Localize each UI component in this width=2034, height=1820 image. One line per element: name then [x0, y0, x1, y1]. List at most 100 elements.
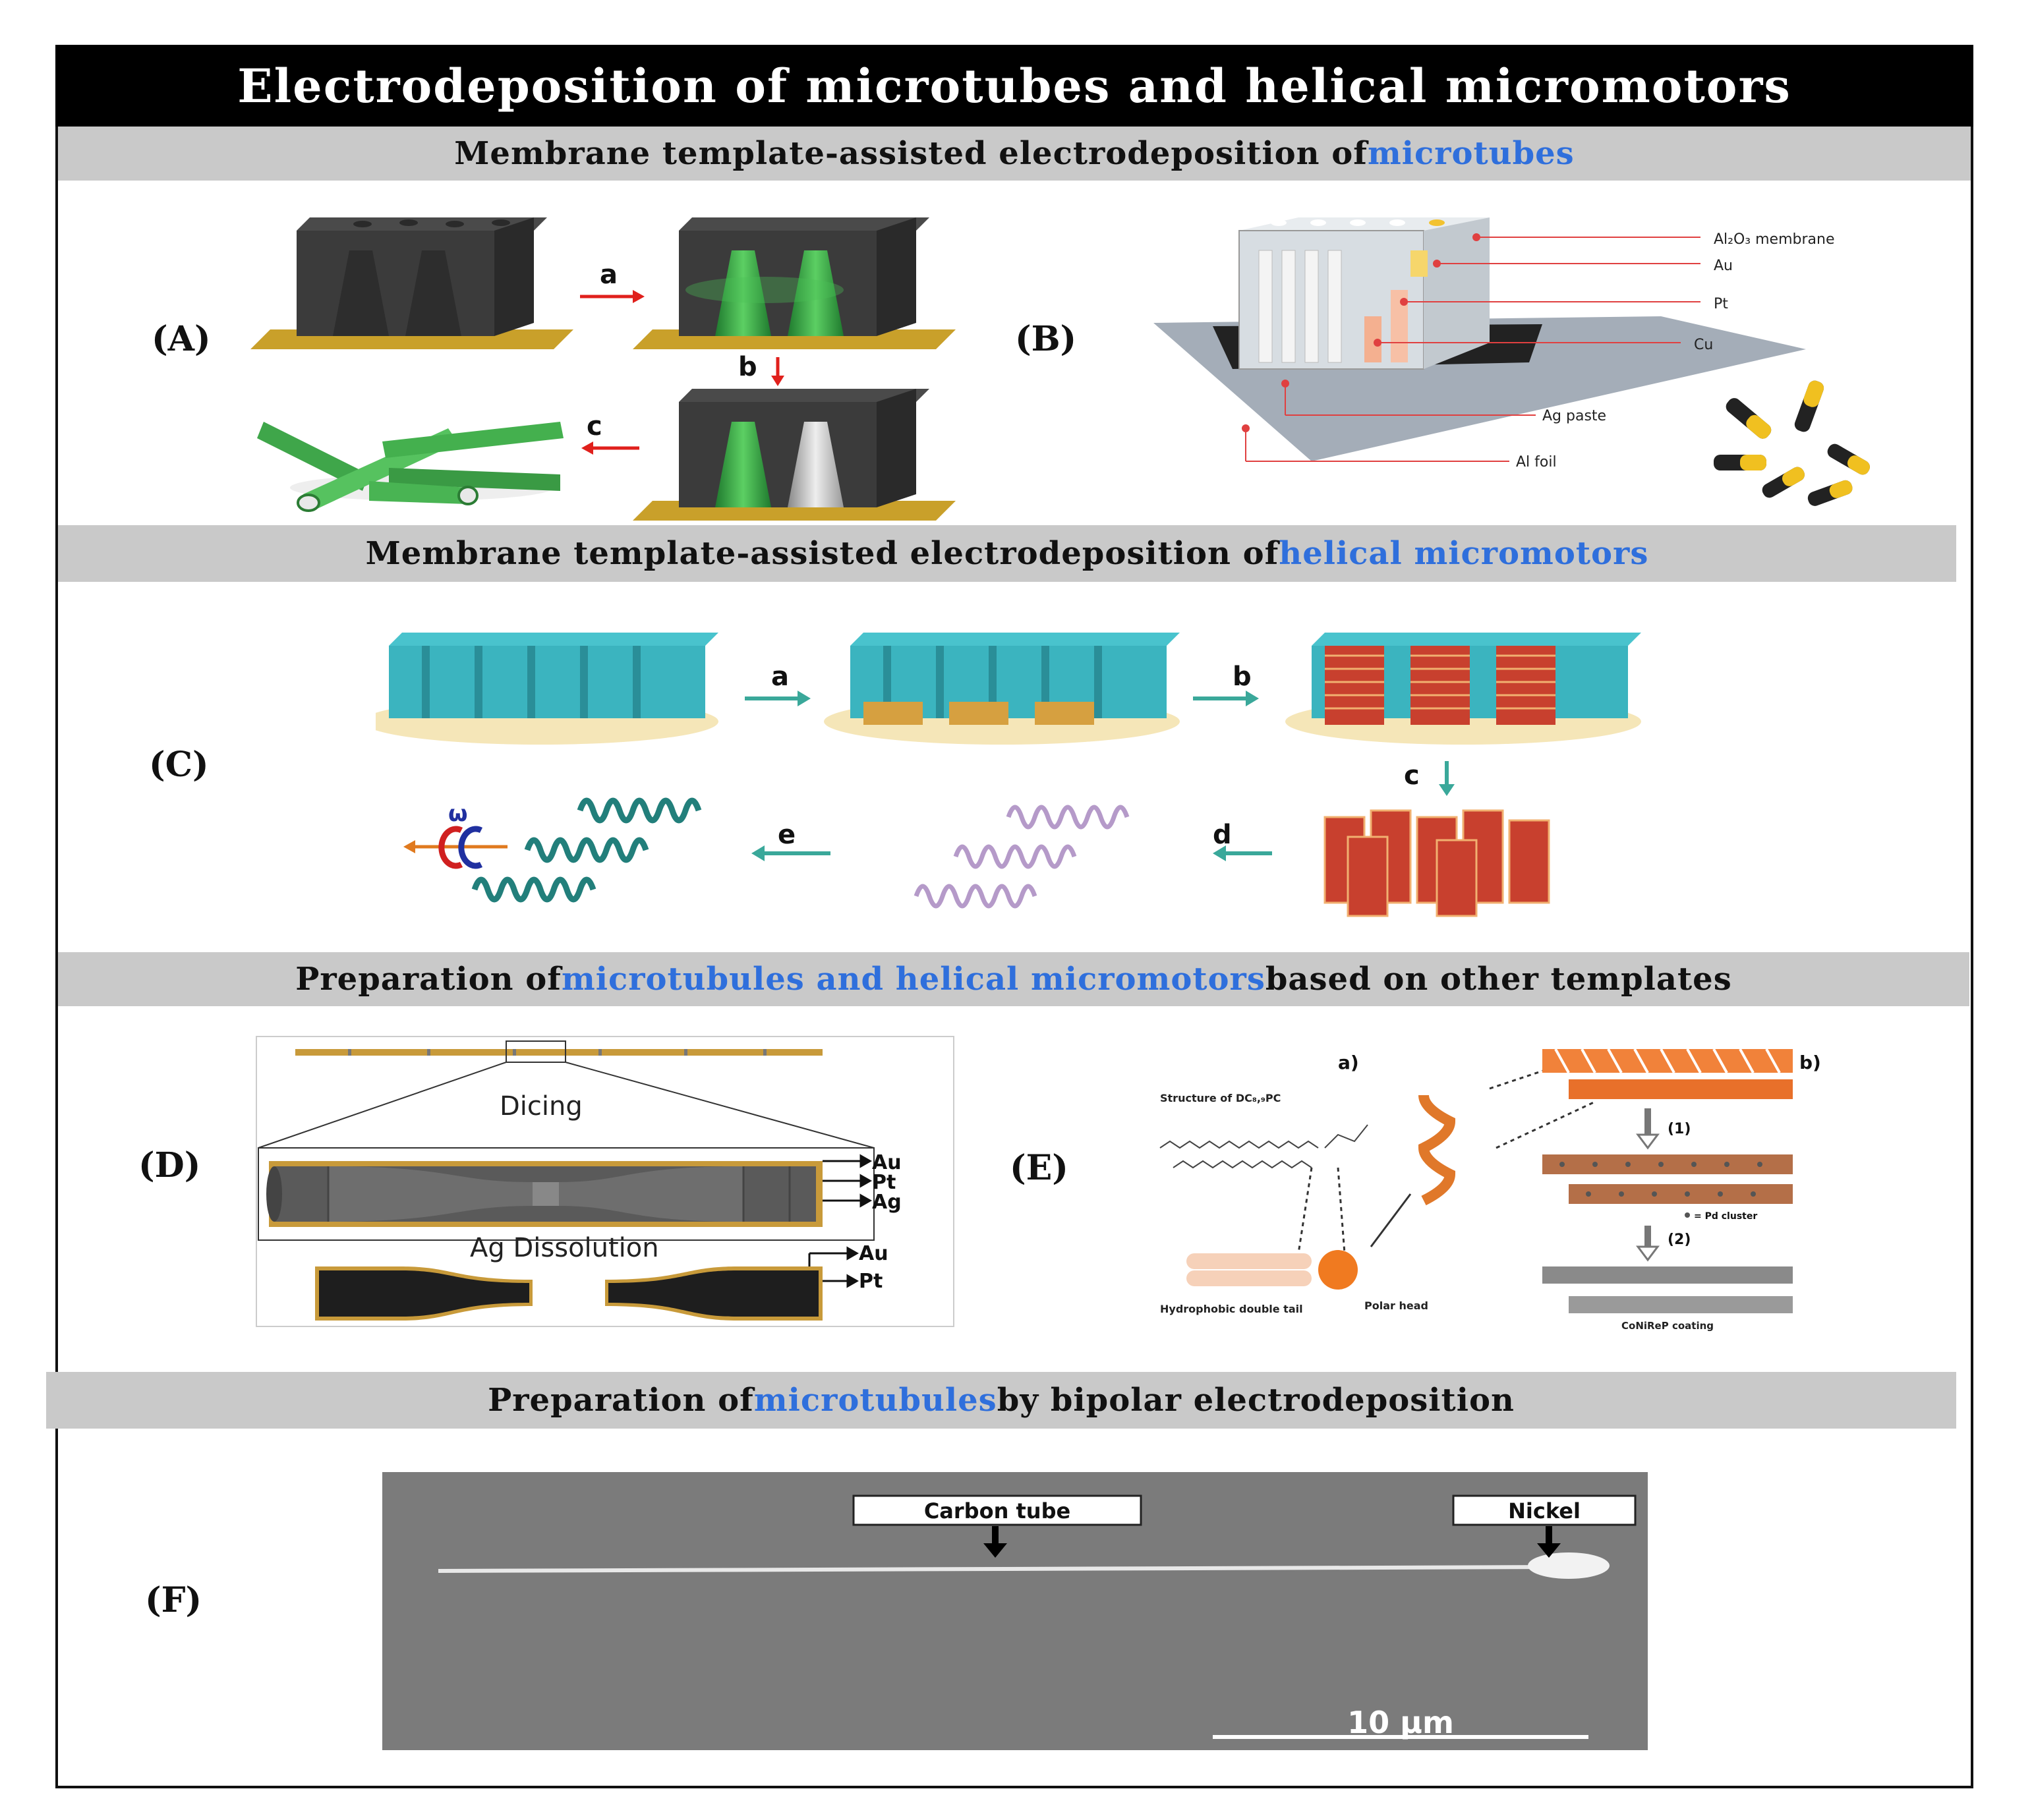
section-text: Preparation of [295, 961, 562, 998]
section-text: Membrane template-assisted electrodeposi… [454, 135, 1368, 172]
section-text: Membrane template-assisted electrodeposi… [365, 535, 1279, 572]
label-a: a) [1338, 1052, 1359, 1073]
label-ag-paste: Ag paste [1542, 408, 1606, 424]
label-step-2: (2) [1668, 1232, 1691, 1248]
dashed-guides [1297, 1054, 1596, 1254]
label-al2o3: Al₂O₃ membrane [1714, 231, 1834, 248]
panel-label-b: (B) [1015, 319, 1077, 359]
label-ag: Ag [872, 1191, 902, 1214]
section-highlight: microtubules and helical micromotors [561, 961, 1265, 998]
label-pt-2: Pt [859, 1270, 883, 1293]
panel-a-diagram: a b c [250, 217, 956, 521]
arrow-b [1193, 691, 1259, 706]
label-hydrophobic: Hydrophobic double tail [1160, 1303, 1303, 1315]
section-text: based on other templates [1265, 961, 1732, 998]
label-au: Au [1714, 258, 1733, 274]
helical-ribbon-top [1542, 1048, 1793, 1099]
label-nickel: Nickel [1508, 1498, 1581, 1523]
molecule-structure [1159, 1124, 1368, 1169]
membrane-empty [376, 633, 718, 745]
label-al-foil: Al foil [1516, 454, 1557, 470]
step-label-c: c [1404, 760, 1420, 791]
arrow-c [1439, 761, 1455, 796]
panel-label-e: (E) [1010, 1148, 1068, 1188]
panel-label-f: (F) [145, 1580, 202, 1620]
panel-label-c: (C) [149, 745, 209, 785]
label-polar: Polar head [1364, 1299, 1428, 1312]
label-structure: Structure of DC₈,₉PC [1160, 1092, 1281, 1104]
step-label-d: d [1213, 820, 1232, 850]
released-nanorods [1714, 380, 1870, 506]
section-header-microtubes: Membrane template-assisted electrodeposi… [58, 127, 1971, 181]
nickel-label-box [1452, 1494, 1637, 1526]
lipid-tubule [1418, 1095, 1456, 1206]
zoomed-segment [266, 1161, 823, 1227]
scale-label: 10 μm [1347, 1705, 1454, 1740]
label-pd: = Pd cluster [1694, 1211, 1757, 1222]
al2o3-membrane [1238, 217, 1490, 370]
arrow-step-1 [1636, 1108, 1660, 1150]
label-b: b) [1799, 1052, 1821, 1073]
rotation-icon: ω [403, 801, 508, 869]
label-coating: CoNiReP coating [1621, 1320, 1714, 1332]
section-highlight: microtubules [753, 1382, 997, 1419]
figure-title: Electrodeposition of microtubes and heli… [55, 45, 1973, 127]
arrow-d [1213, 845, 1272, 861]
membrane-filled [1285, 633, 1641, 745]
label-pt: Pt [1714, 296, 1728, 312]
label-cu: Cu [1694, 337, 1713, 353]
zoom-box [258, 1147, 875, 1241]
carbon-tube-label-box [852, 1494, 1142, 1526]
membrane-au-base [824, 633, 1180, 745]
step-label-b: b [738, 352, 757, 382]
panel-label-d: (D) [138, 1145, 201, 1185]
helices-uncoated [914, 805, 1130, 909]
down-arrow-icon [983, 1526, 1007, 1558]
template-block-empty [250, 217, 573, 349]
label-au: Au [872, 1151, 902, 1174]
panel-d-diagram: Dicing Au Pt Ag Ag Dissolution Au Pt [258, 1040, 902, 1321]
arrow-step-2 [1636, 1226, 1660, 1262]
section-highlight: helical micromotors [1279, 535, 1649, 572]
label-au-2: Au [859, 1242, 888, 1265]
label-step-1: (1) [1668, 1121, 1691, 1137]
step-label-a: a [771, 662, 789, 692]
dissolved-tubes [315, 1266, 823, 1321]
section-header-other-templates: Preparation of microtubules and helical … [58, 952, 1969, 1006]
down-arrow-icon [1537, 1526, 1561, 1558]
omega-label: ω [448, 801, 468, 827]
panel-b-diagram: Al₂O₃ membrane Au Pt Cu Ag paste Al foil [1153, 217, 1870, 506]
section-highlight: microtubes [1367, 135, 1575, 172]
section-text: Preparation of [488, 1382, 754, 1419]
helical-ribbon-pd [1542, 1154, 1793, 1204]
label-dicing: Dicing [500, 1091, 583, 1122]
nickel-tip [1528, 1552, 1610, 1579]
released-microtubes [257, 422, 564, 512]
panel-c-diagram: a b c d [376, 633, 1641, 917]
section-text: by bipolar electrodeposition [997, 1382, 1515, 1419]
arrow-a [745, 691, 811, 706]
pd-cluster-icon [1685, 1212, 1690, 1218]
label-pt: Pt [872, 1171, 896, 1194]
step-label-b: b [1233, 662, 1252, 692]
sem-overlay: Carbon tube Nickel 10 μm [438, 1494, 1637, 1740]
helices-coated [471, 797, 702, 903]
template-block-filled [633, 389, 956, 521]
step-label-e: e [778, 820, 796, 850]
arrow-e [751, 845, 830, 861]
step-label-c: c [587, 411, 602, 441]
panel-e-diagram: a) b) Structure of DC₈,₉PC Hydrophobic d… [1159, 1048, 1821, 1332]
panel-d-box [256, 1036, 954, 1327]
label-carbon-tube: Carbon tube [924, 1498, 1070, 1523]
carbon-tube-fiber [438, 1565, 1563, 1573]
section-header-bipolar: Preparation of microtubules by bipolar e… [46, 1372, 1956, 1429]
panel-label-a: (A) [152, 319, 211, 359]
sem-image: Carbon tube Nickel 10 μm [382, 1472, 1648, 1750]
helical-ribbon-coated [1542, 1266, 1793, 1313]
label-ag-dissolution: Ag Dissolution [470, 1233, 659, 1263]
template-block-green [633, 217, 956, 349]
step-label-a: a [600, 260, 618, 290]
nanowire-overview [295, 1040, 823, 1063]
section-header-helical: Membrane template-assisted electrodeposi… [58, 525, 1956, 582]
released-stacks [1323, 809, 1550, 917]
